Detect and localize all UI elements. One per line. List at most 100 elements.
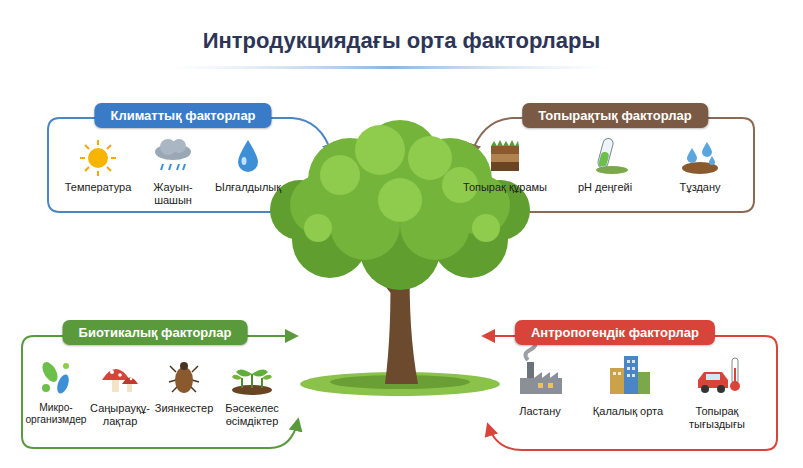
pest-icon: [192, 366, 198, 372]
rain-icon: [169, 164, 171, 170]
test-tube-icon: [597, 137, 614, 169]
city-icon: [613, 360, 635, 377]
car-icon: [698, 372, 728, 388]
microbe-icon: [39, 359, 71, 395]
city-icon: [627, 374, 630, 377]
microbe-icon: [55, 373, 71, 395]
factory-icon: [520, 340, 562, 394]
sun-icon: [80, 140, 116, 176]
rain-icon: [161, 164, 163, 170]
salinity-icon: [702, 142, 712, 157]
factory-icon: [520, 378, 562, 394]
drop-icon: [238, 140, 258, 172]
factor-header: Антропогендік факторлар: [515, 320, 715, 345]
pest-icon: [192, 380, 199, 382]
car-icon: [730, 381, 740, 391]
factor-label: Бәсекелес өсімдіктер: [219, 402, 285, 428]
tree: [408, 136, 452, 180]
pest-icon: [169, 380, 176, 382]
seedling-icon: [232, 369, 272, 395]
tree: [320, 155, 360, 195]
salinity-icon: [682, 142, 718, 174]
car-icon: [698, 358, 740, 393]
microbe-icon: [39, 359, 60, 384]
city-icon: [627, 367, 630, 370]
city-icon: [610, 368, 624, 394]
salinity-icon: [709, 156, 715, 165]
factor-label: Зиянкестер: [153, 402, 215, 415]
car-icon: [717, 385, 725, 393]
sun-icon: [107, 145, 111, 149]
seedling-icon: [236, 369, 268, 376]
factory-icon: [548, 383, 553, 388]
test-tube-icon: [598, 151, 610, 168]
soil-icon: [491, 162, 519, 171]
test-tube-icon: [596, 137, 628, 174]
pest-icon: [170, 366, 176, 372]
factor-group: Топырақтық факторларТопырақ құрамыpH дең…: [460, 103, 755, 213]
group-outline: [484, 336, 777, 450]
factor-group: Биотикалық факторларМикро- организмдерСа…: [22, 320, 294, 448]
factor-label: Саңырауқұ- лақтар: [89, 402, 151, 428]
pest-icon: [175, 367, 193, 393]
sun-icon: [80, 157, 85, 159]
factor-label: Жауын-шашын: [136, 181, 210, 207]
factor-label: Қалалық орта: [585, 405, 671, 418]
group-outline: [22, 118, 777, 450]
sun-icon: [85, 167, 89, 171]
sun-icon: [97, 140, 99, 145]
city-icon: [618, 372, 621, 375]
factor-header: Биотикалық факторлар: [63, 320, 248, 345]
sun-icon: [80, 140, 116, 176]
rain-icon: [172, 139, 186, 153]
mushroom-icon: [110, 370, 114, 374]
factor-label: Топырақ құрамы: [460, 181, 550, 194]
rain-icon: [155, 139, 191, 170]
seedling-icon: [232, 375, 272, 380]
drop-icon: [238, 140, 258, 172]
factor-group: Антропогендік факторларЛастану Қалалық ор…: [490, 320, 775, 450]
rain-icon: [161, 164, 185, 170]
factor-label: Ластану: [500, 405, 580, 418]
city-icon: [627, 360, 630, 363]
mushroom-icon: [122, 378, 138, 385]
pest-icon: [180, 362, 188, 370]
tree: [355, 125, 405, 175]
city-icon: [638, 372, 650, 394]
factor-label: Ылғалдылық: [212, 181, 284, 194]
factor-header: Климаттық факторлар: [94, 103, 271, 128]
drop-icon: [242, 157, 247, 165]
soil-icon: [491, 140, 519, 171]
rain-icon: [177, 164, 179, 170]
factor-label: Тұздану: [660, 181, 740, 194]
sun-icon: [107, 167, 111, 171]
city-icon: [610, 356, 650, 394]
diagram-title: Интродукциядағы орта факторлары: [0, 28, 803, 54]
title-underline: [170, 66, 610, 69]
test-tube-icon: [597, 137, 614, 169]
sun-icon: [97, 171, 99, 176]
group-outline: [22, 336, 298, 448]
city-icon: [624, 356, 638, 394]
factor-group: Климаттық факторларТемператураЖауын-шашы…: [48, 103, 310, 213]
factor-header: Топырақтық факторлар: [522, 103, 708, 128]
mushroom-icon: [102, 369, 138, 392]
tree: [304, 214, 332, 242]
mushroom-icon: [102, 369, 130, 380]
sun-icon: [111, 157, 116, 159]
rain-icon: [183, 164, 185, 170]
mushroom-icon: [118, 373, 122, 377]
salinity-icon: [687, 148, 697, 163]
soil-icon: [491, 154, 519, 162]
factor-label: Топырақ тығыздығы: [674, 405, 760, 431]
city-icon: [632, 374, 635, 377]
factory-icon: [538, 383, 543, 388]
city-icon: [613, 372, 616, 375]
microbe-icon: [42, 384, 50, 392]
factor-label: Температура: [62, 181, 134, 194]
sun-icon: [85, 145, 89, 149]
microbe-icon: [63, 363, 69, 369]
car-icon: [732, 358, 738, 384]
soil-icon: [491, 140, 519, 146]
